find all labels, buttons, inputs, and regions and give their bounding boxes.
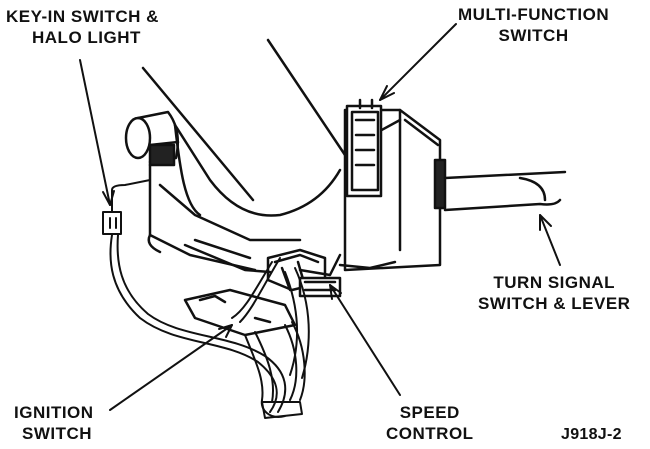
label-line: KEY-IN SWITCH & [6,7,159,26]
speed-control-connector [266,248,342,298]
label-line: SWITCH [22,424,93,443]
ignition-switch-body [183,288,297,337]
label-line: SWITCH [498,26,569,45]
label-key-in-switch-halo-light: KEY-IN SWITCH & HALO LIGHT [6,6,159,48]
label-line: IGNITION [14,403,94,422]
label-line: HALO LIGHT [32,28,141,47]
multi-function-switch-body [298,98,447,277]
label-line: SWITCH & LEVER [478,294,631,313]
wiring-harness [102,179,310,419]
figure-code: J918J-2 [561,426,622,443]
leader-lines [79,23,561,411]
label-line: TURN SIGNAL [493,273,616,292]
key-in-switch-body [124,110,180,167]
label-line: CONTROL [386,424,474,443]
label-ignition-switch: IGNITION SWITCH [14,402,94,444]
label-line: MULTI-FUNCTION [458,5,610,24]
label-multi-function-switch: MULTI-FUNCTION SWITCH [458,4,609,46]
steering-column-housing [141,38,347,217]
label-line: SPEED [399,403,460,422]
label-turn-signal-switch-lever: TURN SIGNAL SWITCH & LEVER [478,272,630,314]
label-speed-control: SPEED CONTROL [386,402,474,444]
turn-signal-lever [443,170,567,212]
lock-housing [147,163,302,274]
